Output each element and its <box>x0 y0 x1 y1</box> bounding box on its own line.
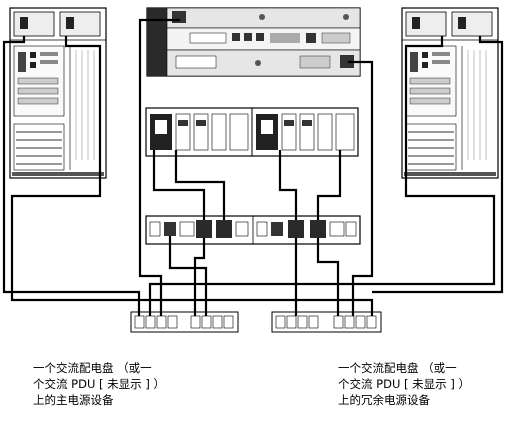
power-cables <box>2 18 504 316</box>
cable-switch-primary <box>138 18 180 316</box>
cable-storage-right-a <box>278 150 298 220</box>
cable-storage-left-a <box>152 150 206 220</box>
cable-storage-right-b <box>316 150 342 220</box>
cable-strip-primary-b <box>168 236 208 316</box>
primary-ac-panel <box>130 311 239 333</box>
caption-line: 个交流 PDU [ 未显示 ] ） <box>33 377 165 391</box>
cable-left-tower-primary <box>2 36 141 316</box>
cable-strip-primary <box>193 238 206 316</box>
cable-storage-left-b <box>174 150 226 220</box>
storage-array <box>145 107 359 157</box>
caption-line: 上的主电源设备 <box>33 393 114 407</box>
redundant-power-caption: 一个交流配电盘 （或一 个交流 PDU [ 未显示 ] ） 上的冗余电源设备 <box>338 360 470 408</box>
cable-right-tower-primary <box>148 36 496 316</box>
cable-switch-redundant <box>348 60 374 316</box>
cable-left-tower-redundant <box>10 36 374 316</box>
primary-power-caption: 一个交流配电盘 （或一 个交流 PDU [ 未显示 ] ） 上的主电源设备 <box>33 360 165 408</box>
right-tower-server <box>401 7 499 179</box>
redundant-ac-panel <box>271 311 382 333</box>
caption-line: 一个交流配电盘 （或一 <box>338 361 457 375</box>
cable-right-tower-redundant <box>372 36 504 294</box>
caption-line: 个交流 PDU [ 未显示 ] ） <box>338 377 470 391</box>
caption-line: 一个交流配电盘 （或一 <box>33 361 152 375</box>
left-tower-server <box>9 7 107 179</box>
rack-power-strip <box>145 215 361 245</box>
caption-line: 上的冗余电源设备 <box>338 393 430 407</box>
top-rack-switch <box>146 7 361 77</box>
cable-strip-redundant-b <box>316 238 340 316</box>
